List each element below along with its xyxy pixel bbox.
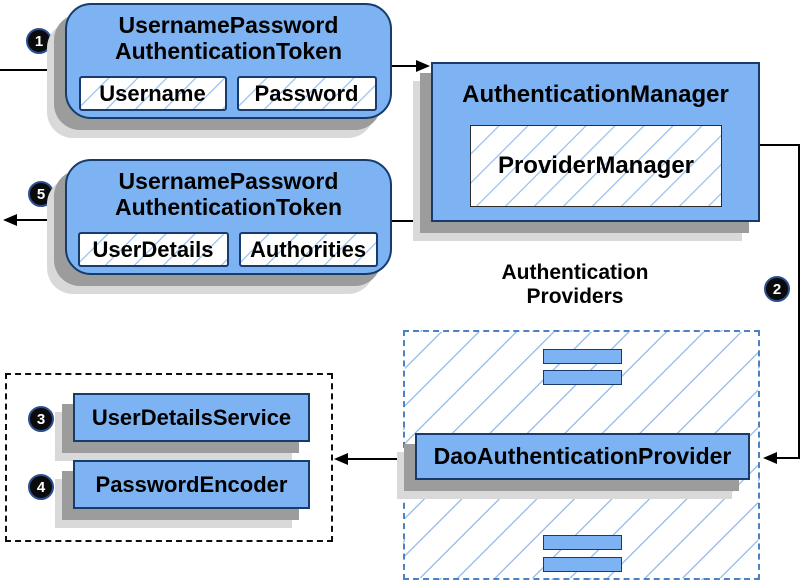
request-token-title-line2: AuthenticationToken — [114, 38, 342, 65]
token-to-manager-arrowhead-icon — [416, 60, 430, 72]
step-3-badge: 3 — [28, 406, 54, 432]
outgoing-response-arrowhead-icon — [3, 214, 17, 226]
request-token-fields: Username Password — [77, 76, 378, 111]
dao-authentication-provider-label: DaoAuthenticationProvider — [433, 443, 732, 469]
password-encoder-box: PasswordEncoder — [73, 460, 310, 509]
dao-authentication-provider-box: DaoAuthenticationProvider — [415, 433, 750, 480]
request-token-box: UsernamePassword AuthenticationToken Use… — [65, 3, 392, 119]
authentication-providers-label: Authentication Providers — [440, 261, 710, 309]
services-container — [5, 373, 333, 542]
step-2-badge: 2 — [764, 276, 790, 302]
password-field: Password — [236, 76, 377, 111]
request-token-title: UsernamePassword AuthenticationToken — [67, 12, 390, 65]
step-5-badge: 5 — [28, 181, 54, 207]
provider-manager-box: ProviderManager — [470, 125, 722, 207]
step-1-badge: 1 — [26, 28, 52, 54]
request-token-title-line1: UsernamePassword — [118, 12, 339, 38]
other-provider-rect — [543, 349, 622, 364]
authentication-providers-label-line1: Authentication — [501, 261, 649, 284]
manager-to-provider-arrowhead-icon — [763, 452, 777, 464]
response-token-title: UsernamePassword AuthenticationToken — [67, 168, 390, 221]
response-token-title-line1: UsernamePassword — [118, 168, 339, 194]
authentication-manager-title: AuthenticationManager — [462, 81, 729, 108]
other-provider-rect — [543, 557, 622, 572]
user-details-service-box: UserDetailsService — [73, 393, 310, 442]
other-provider-rect — [543, 535, 622, 550]
step-4-badge: 4 — [28, 474, 54, 500]
provider-manager-label: ProviderManager — [497, 152, 695, 179]
response-token-title-line2: AuthenticationToken — [114, 194, 342, 221]
authorities-field: Authorities — [238, 232, 378, 267]
authentication-manager-box: AuthenticationManager ProviderManager — [431, 62, 760, 222]
other-provider-rect — [543, 370, 622, 385]
response-token-box: UsernamePassword AuthenticationToken Use… — [65, 159, 392, 275]
username-field: Username — [78, 76, 227, 111]
response-token-fields: UserDetails Authorities — [77, 232, 378, 267]
userdetails-field: UserDetails — [77, 232, 229, 267]
provider-to-services-arrowhead-icon — [334, 453, 348, 465]
authentication-providers-label-line2: Providers — [526, 285, 624, 309]
